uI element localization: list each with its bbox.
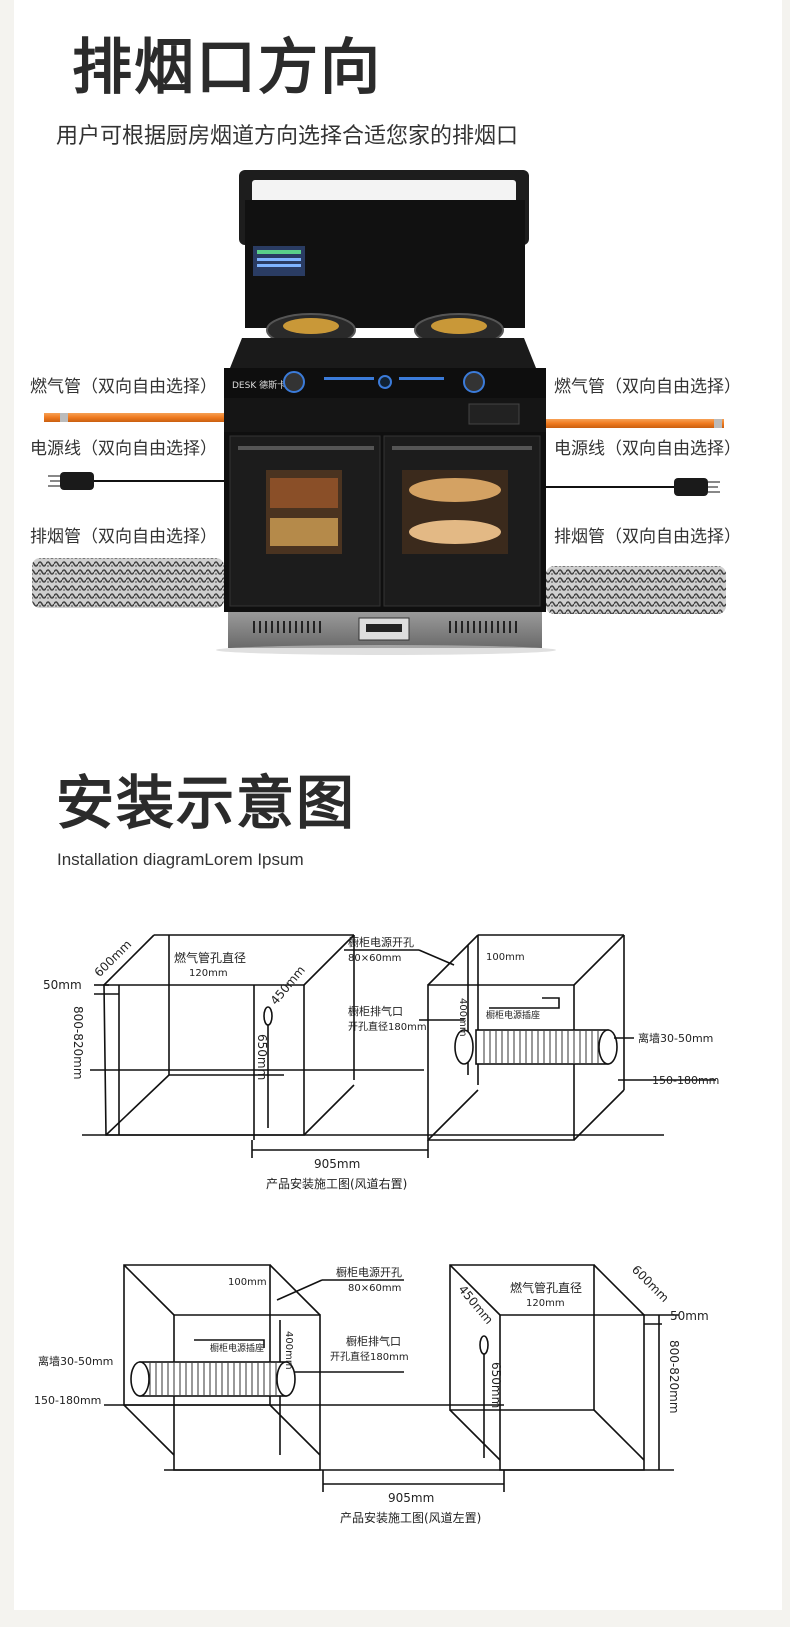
caption-right: 产品安装施工图(风道右置) xyxy=(266,1176,407,1191)
left-knob xyxy=(283,371,305,393)
socket-label-left: 橱柜电源插座 xyxy=(210,1342,264,1354)
wall-gap-right: 离墙30-50mm xyxy=(638,1031,713,1045)
power-hole-size-left: 80×60mm xyxy=(348,1283,401,1294)
dim-depth-right: 600mm xyxy=(92,937,135,980)
exhaust-size-left: 开孔直径180mm xyxy=(330,1350,409,1363)
page: 排烟口方向 用户可根据厨房烟道方向选择合适您家的排烟口 xyxy=(14,0,782,1610)
gas-hole-size-left: 120mm xyxy=(526,1298,565,1309)
label-power-left: 电源线（双向自由选择） xyxy=(30,439,217,459)
gas-offset-right: 450mm xyxy=(268,963,308,1007)
gas-height-left: 650mm xyxy=(489,1362,503,1408)
duct-size-right: 150-180mm xyxy=(652,1074,719,1087)
diagram-duct-right xyxy=(82,934,716,1158)
exhaust-height-left: 400mm xyxy=(283,1331,294,1370)
label-exhaust-right: 排烟管（双向自由选择） xyxy=(554,527,741,547)
gas-height-right: 650mm xyxy=(255,1034,269,1080)
section-title-installation: 安装示意图 xyxy=(56,769,357,837)
power-hole-label-left: 橱柜电源开孔 xyxy=(336,1265,402,1279)
width-right: 905mm xyxy=(314,1157,360,1171)
label-gas-right: 燃气管（双向自由选择） xyxy=(554,377,741,397)
section-subtitle-exhaust-direction: 用户可根据厨房烟道方向选择合适您家的排烟口 xyxy=(56,124,519,149)
right-knob xyxy=(463,371,485,393)
power-plug-right-icon xyxy=(674,478,720,496)
dim-top-right: 50mm xyxy=(43,978,82,992)
diagram-duct-left xyxy=(104,1264,679,1492)
power-hole-label-right: 橱柜电源开孔 xyxy=(348,935,414,949)
exhaust-height-right: 400mm xyxy=(457,998,468,1037)
gas-hole-label-left: 燃气管孔直径 xyxy=(510,1280,582,1295)
label-exhaust-left: 排烟管（双向自由选择） xyxy=(30,527,217,547)
width-left: 905mm xyxy=(388,1491,434,1505)
label-gas-left: 燃气管（双向自由选择） xyxy=(30,377,217,397)
exhaust-label-right: 橱柜排气口 xyxy=(348,1004,403,1018)
label-power-right: 电源线（双向自由选择） xyxy=(554,439,741,459)
exhaust-duct-left xyxy=(32,558,224,608)
power-offset-left: 100mm xyxy=(228,1277,267,1288)
gas-pipe-left xyxy=(44,413,224,422)
exhaust-size-right: 开孔直径180mm xyxy=(348,1020,427,1033)
power-plug-left-icon xyxy=(48,472,94,490)
dim-depth-left: 600mm xyxy=(629,1262,672,1305)
duct-stripes-right xyxy=(483,1031,599,1063)
power-hole-size-right: 80×60mm xyxy=(348,953,401,964)
socket-label-right: 橱柜电源插座 xyxy=(486,1009,540,1021)
exhaust-label-left: 橱柜排气口 xyxy=(346,1334,401,1348)
wall-gap-left: 离墙30-50mm xyxy=(38,1354,113,1368)
gas-hole-size-right: 120mm xyxy=(189,968,228,979)
dim-top-left: 50mm xyxy=(670,1309,709,1323)
duct-size-left: 150-180mm xyxy=(34,1394,101,1407)
stove-illustration: DESK 德斯卡 xyxy=(32,170,726,655)
dim-height-right: 800-820mm xyxy=(71,1006,85,1080)
duct-stripes-left xyxy=(149,1363,277,1395)
gas-pipe-right xyxy=(546,419,724,428)
section-title-exhaust-direction: 排烟口方向 xyxy=(72,33,382,103)
caption-left: 产品安装施工图(风道左置) xyxy=(340,1510,481,1525)
section-subtitle-installation: Installation diagramLorem Ipsum xyxy=(57,850,304,869)
brand-logo: DESK 德斯卡 xyxy=(232,379,286,391)
dim-height-left: 800-820mm xyxy=(667,1340,681,1414)
gas-hole-label-right: 燃气管孔直径 xyxy=(174,950,246,965)
power-offset-right: 100mm xyxy=(486,952,525,963)
cooktop xyxy=(230,338,536,368)
exhaust-duct-right xyxy=(546,566,726,614)
gas-offset-left: 450mm xyxy=(456,1282,496,1326)
